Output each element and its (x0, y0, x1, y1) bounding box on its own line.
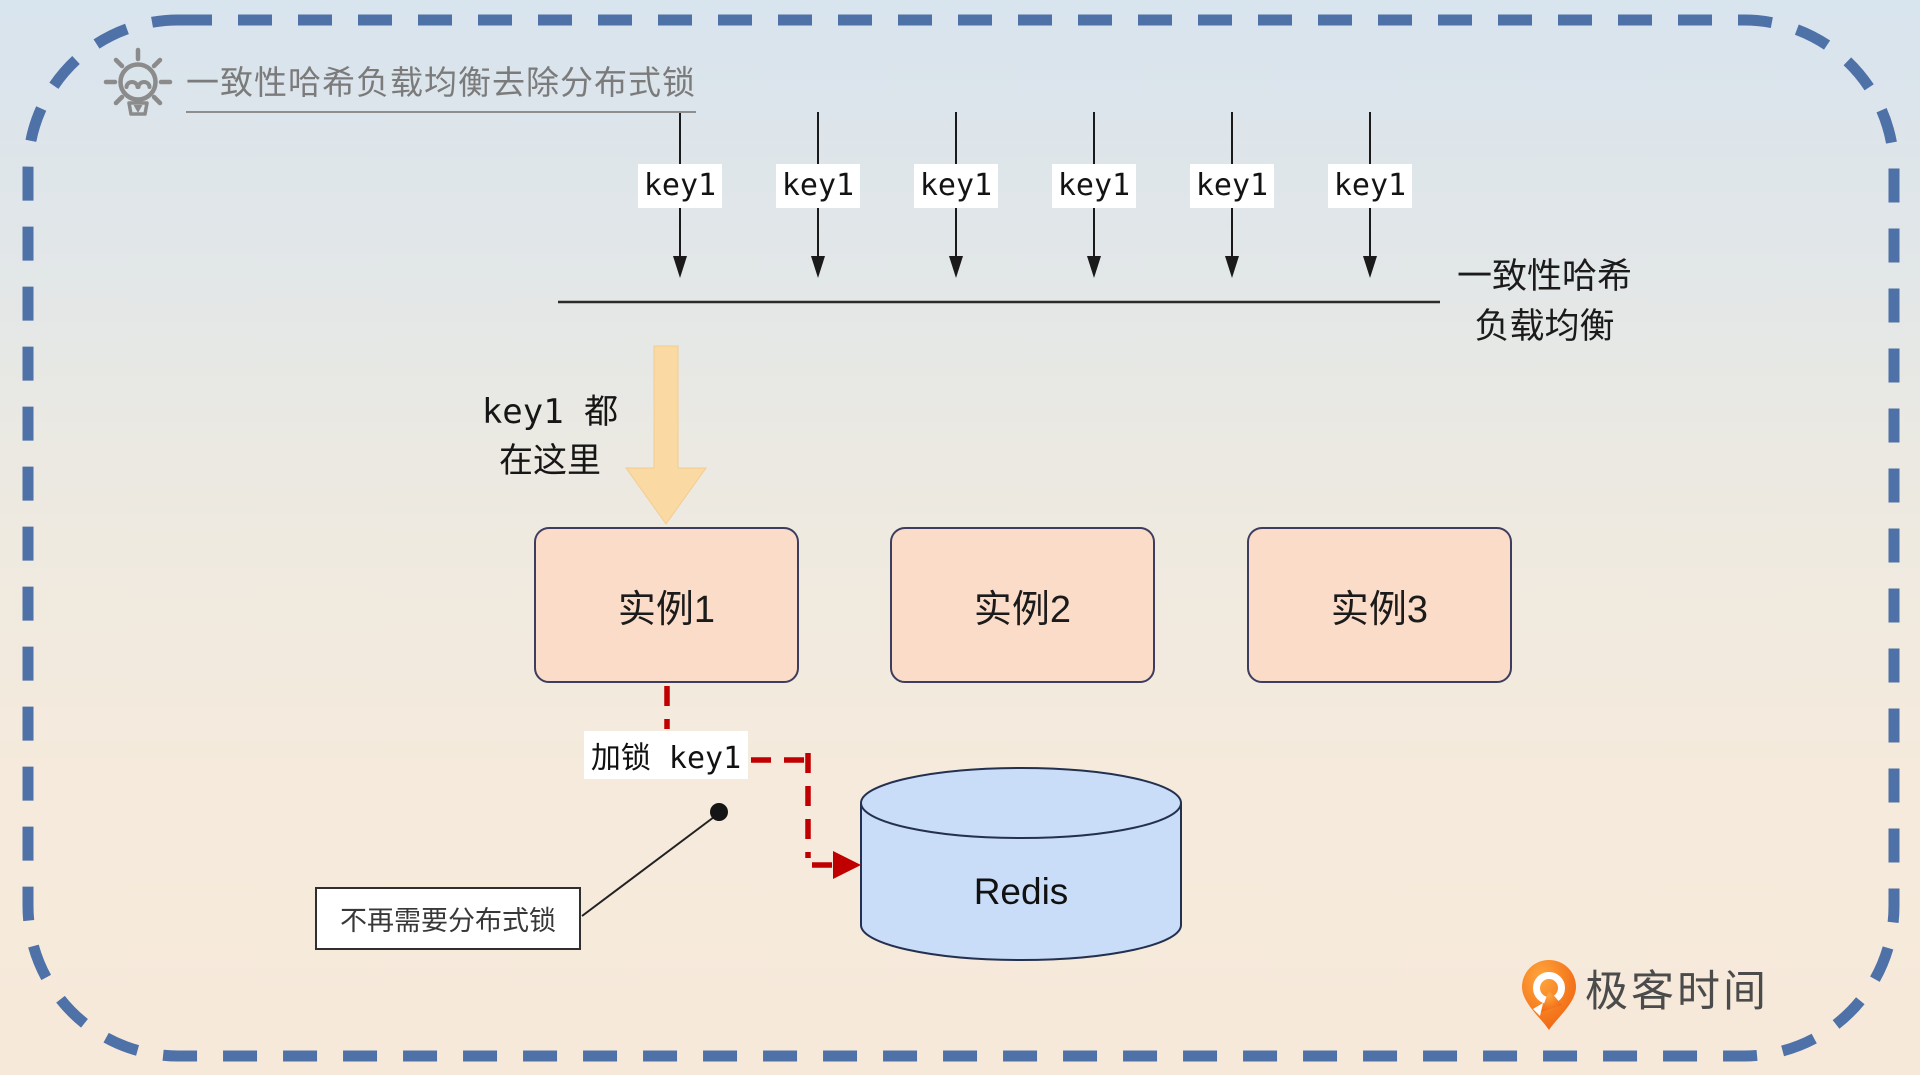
diagram-title: 一致性哈希负载均衡去除分布式锁 (186, 56, 696, 113)
geektime-logo-text: 极客时间 (1585, 968, 1769, 1016)
key-label-2: key1 (776, 164, 860, 208)
hash-balancer-label: 一致性哈希 负载均衡 (1442, 252, 1647, 352)
key-label-3: key1 (914, 164, 998, 208)
hash-balancer-label-line2: 负载均衡 (1474, 307, 1615, 346)
funnel-note: key1 都 在这里 (455, 388, 645, 486)
funnel-arrow (625, 345, 707, 525)
lock-flow-dashed-connector (664, 686, 834, 868)
redis-label: Redis (973, 871, 1069, 912)
no-distributed-lock-note: 不再需要分布式锁 (315, 887, 581, 950)
hash-balancer-label-line1: 一致性哈希 (1456, 257, 1632, 296)
lock-flow-arrowhead (833, 851, 861, 879)
redis-cylinder (860, 767, 1182, 961)
dashed-border-frame (22, 14, 1900, 1062)
geektime-logo-icon (1522, 960, 1576, 1030)
key-label-5: key1 (1190, 164, 1274, 208)
instance-label-1: 实例1 (617, 588, 716, 631)
key-label-6: key1 (1328, 164, 1412, 208)
key-label-4: key1 (1052, 164, 1136, 208)
lock-key-label: 加锁 key1 (584, 731, 748, 779)
lightbulb-icon (103, 47, 173, 116)
funnel-note-line1: key1 都 (481, 392, 619, 432)
instance-box-2: 实例2 (890, 527, 1155, 683)
funnel-note-line2: 在这里 (499, 441, 601, 481)
instance-label-2: 实例2 (973, 588, 1072, 631)
instance-box-1: 实例1 (534, 527, 799, 683)
annotation-callout (581, 803, 728, 917)
instance-box-3: 实例3 (1247, 527, 1512, 683)
key-label-1: key1 (638, 164, 722, 208)
instance-label-3: 实例3 (1330, 588, 1429, 631)
